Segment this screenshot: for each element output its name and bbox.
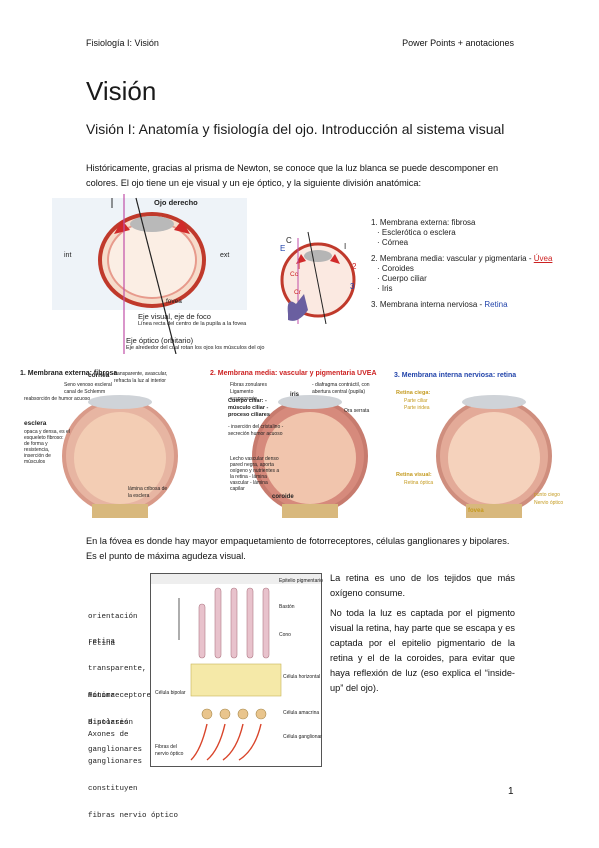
fovea-paragraph: En la fóvea es donde hay mayor empaqueta… — [86, 536, 510, 561]
side-note-d2: ganglionares — [88, 758, 143, 766]
side-note-b2: transparente, — [88, 665, 147, 673]
fig1-eje-visual: Eje visual, eje de foco — [138, 312, 211, 321]
row-p3-ciega-a: Parte ciliar — [404, 398, 428, 404]
side-note-a1: orientación — [88, 613, 138, 621]
side-note-b4: distorsión — [88, 719, 134, 727]
legend-retina: Retina — [484, 300, 508, 309]
row-p2-diafragma: - diafragma contráctil, con abertura cen… — [312, 382, 370, 395]
retina-label-epitelio: Epitelio pigmentario — [279, 578, 323, 584]
fig1-fovea: fovea — [166, 298, 182, 305]
retina-label-cono: Cono — [279, 632, 291, 638]
row-p1-cornea-sub: transparente, avascular, refracta la luz… — [114, 371, 168, 384]
side-note-axons: Axones de ganglionares constituyen fibra… — [88, 713, 178, 830]
row-p3-ciega-b: Parte iridea — [404, 405, 430, 411]
side-note-d1: Axones de — [88, 731, 129, 739]
fig2-label-e: E — [280, 244, 286, 253]
row-p2-coroide: coroide — [272, 494, 294, 500]
row-p2-ora: Ora serrata — [344, 408, 370, 414]
side-note-b1: retina — [88, 638, 116, 646]
row-p1-seno: Seno venoso escleral canal de Schlemm — [64, 382, 112, 395]
side-note-orientation: orientación retina — [88, 595, 138, 658]
row-p2-cristalino: - inserción del cristalino - secreción h… — [228, 424, 284, 437]
page-title: Visión — [86, 76, 157, 106]
side-note-d4: fibras nervio óptico — [88, 812, 179, 820]
retina-label-bipolar: Célula bipolar — [155, 690, 186, 696]
legend-m1a: · Esclerótica o esclera — [377, 228, 456, 237]
retina-label-amacrina: Célula amacrina — [283, 710, 320, 716]
fig1-int: int — [64, 252, 72, 259]
row-p3-ciega: Retina ciega: — [396, 390, 431, 396]
legend-m3: 3. Membrana interna nerviosa - Retina — [371, 300, 508, 309]
side-note-c2: Bipolares — [88, 719, 129, 727]
retina-label-fibras: Fibras del nervio óptico — [155, 744, 184, 757]
side-note-a2: retina — [88, 640, 116, 648]
row-p1-esclera: esclera — [24, 420, 47, 427]
fig1-eje-optico-sub: Eje alrededor del cual rotan los ojos lo… — [126, 345, 265, 351]
figure-eye-axes: Ojo derecho int ext fovea Eje visual, ej… — [52, 194, 265, 354]
legend-m2b: · Cuerpo ciliar — [377, 274, 427, 283]
side-note-transparency: retina transparente, mínima distorsión — [88, 620, 147, 737]
fig2-label-cr: Cr — [294, 289, 301, 296]
fig1-eje-optico: Eje óptico (orbitario) — [126, 336, 194, 345]
row-p3-nervio: Nervio óptico — [534, 500, 564, 506]
row-p3-punto: punto ciego — [534, 492, 560, 498]
fig1-eje-visual-sub: Línea recta del centro de la pupila a la… — [138, 321, 247, 327]
retina-paragraph-2: No toda la luz es captada por el pigment… — [330, 608, 515, 693]
row-p2-title: 2. Membrana media: vascular y pigmentari… — [210, 370, 377, 377]
row-p2-iris: iris — [290, 392, 300, 398]
fig2-label-roman: I — [298, 262, 301, 271]
side-note-cells: Fotorreceptores Bipolares ganglionares — [88, 674, 156, 764]
retina-label-baston: Bastón — [279, 604, 295, 610]
row-p2-fibras: Fibras zonulares Ligamento suspensorio — [230, 382, 267, 402]
row-p1-esclera-sub: opaca y densa, es el esqueleto fibroso: … — [24, 429, 70, 465]
legend-m1b: · Córnea — [377, 238, 409, 247]
fig2-label-3: 3 — [350, 282, 355, 291]
legend-m2c: · Iris — [377, 284, 393, 293]
row-p1-lamina: lámina cribosa de la esclera — [128, 486, 168, 499]
fig2-label-i: I — [344, 242, 347, 251]
page-number: 1 — [508, 786, 514, 797]
fig2-label-2: 2 — [352, 262, 357, 271]
retina-label-horizontal: Célula horizontal — [283, 674, 321, 680]
page-subtitle: Visión I: Anatomía y fisiología del ojo.… — [86, 121, 505, 137]
legend-m1: 1. Membrana externa: fibrosa — [371, 218, 476, 227]
figure-retina-layers: Epitelio pigmentario Bastón Cono Célula … — [150, 573, 323, 767]
fig2-label-cc: Cc — [290, 271, 298, 278]
row-p3-visual: Retina visual: — [396, 472, 432, 478]
side-note-c1: Fotorreceptores — [88, 692, 156, 700]
row-p3-title: 3. Membrana interna nerviosa: retina — [394, 372, 517, 379]
eye-axes-diagram — [52, 194, 247, 354]
row-p1-title: 1. Membrana externa: fibrosa — [20, 370, 118, 377]
row-p3-fovea: fovea — [468, 508, 484, 514]
membrane-figures-row: 1. Membrana externa: fibrosa córnea tran… — [20, 368, 580, 520]
legend-m2: 2. Membrana media: vascular y pigmentari… — [371, 254, 553, 263]
fig1-ext: ext — [220, 252, 230, 259]
row-p2-lecho: Lecho vascular denso pared negra, aporta… — [230, 456, 280, 492]
membrane-row-diagram — [62, 395, 552, 518]
retina-layers-diagram — [151, 574, 321, 761]
retina-label-ganglionar: Célula ganglionar — [283, 734, 322, 740]
intro-paragraph: Históricamente, gracias al prisma de New… — [86, 163, 499, 188]
row-p1-cornea: córnea — [88, 372, 110, 379]
membrane-legend: 1. Membrana externa: fibrosa · Escleróti… — [371, 218, 571, 318]
header-right: Power Points + anotaciones — [402, 38, 514, 48]
header-left: Fisiología I: Visión — [86, 38, 159, 48]
legend-uvea: Úvea — [533, 254, 553, 263]
side-note-c3: ganglionares — [88, 746, 143, 754]
row-p2-cuerpo: Cuerpo ciliar: -músculo ciliar -proceso … — [228, 398, 270, 418]
fig1-title: Ojo derecho — [154, 198, 198, 207]
legend-m2a: · Coroides — [377, 264, 414, 273]
side-note-b3: mínima — [88, 692, 116, 700]
side-note-d3: constituyen — [88, 785, 138, 793]
retina-paragraph-1: La retina es uno de los tejidos que más … — [330, 573, 515, 598]
eye-annotated-diagram — [280, 231, 356, 324]
row-p3-visual-a: Retina óptica — [404, 480, 434, 486]
row-p1-acuoso: reabsorción de humor acuoso — [24, 396, 91, 402]
figure-eye-annotated: C E I 2 3 I Cc Cr — [268, 224, 372, 324]
fig2-label-c: C — [286, 236, 292, 245]
